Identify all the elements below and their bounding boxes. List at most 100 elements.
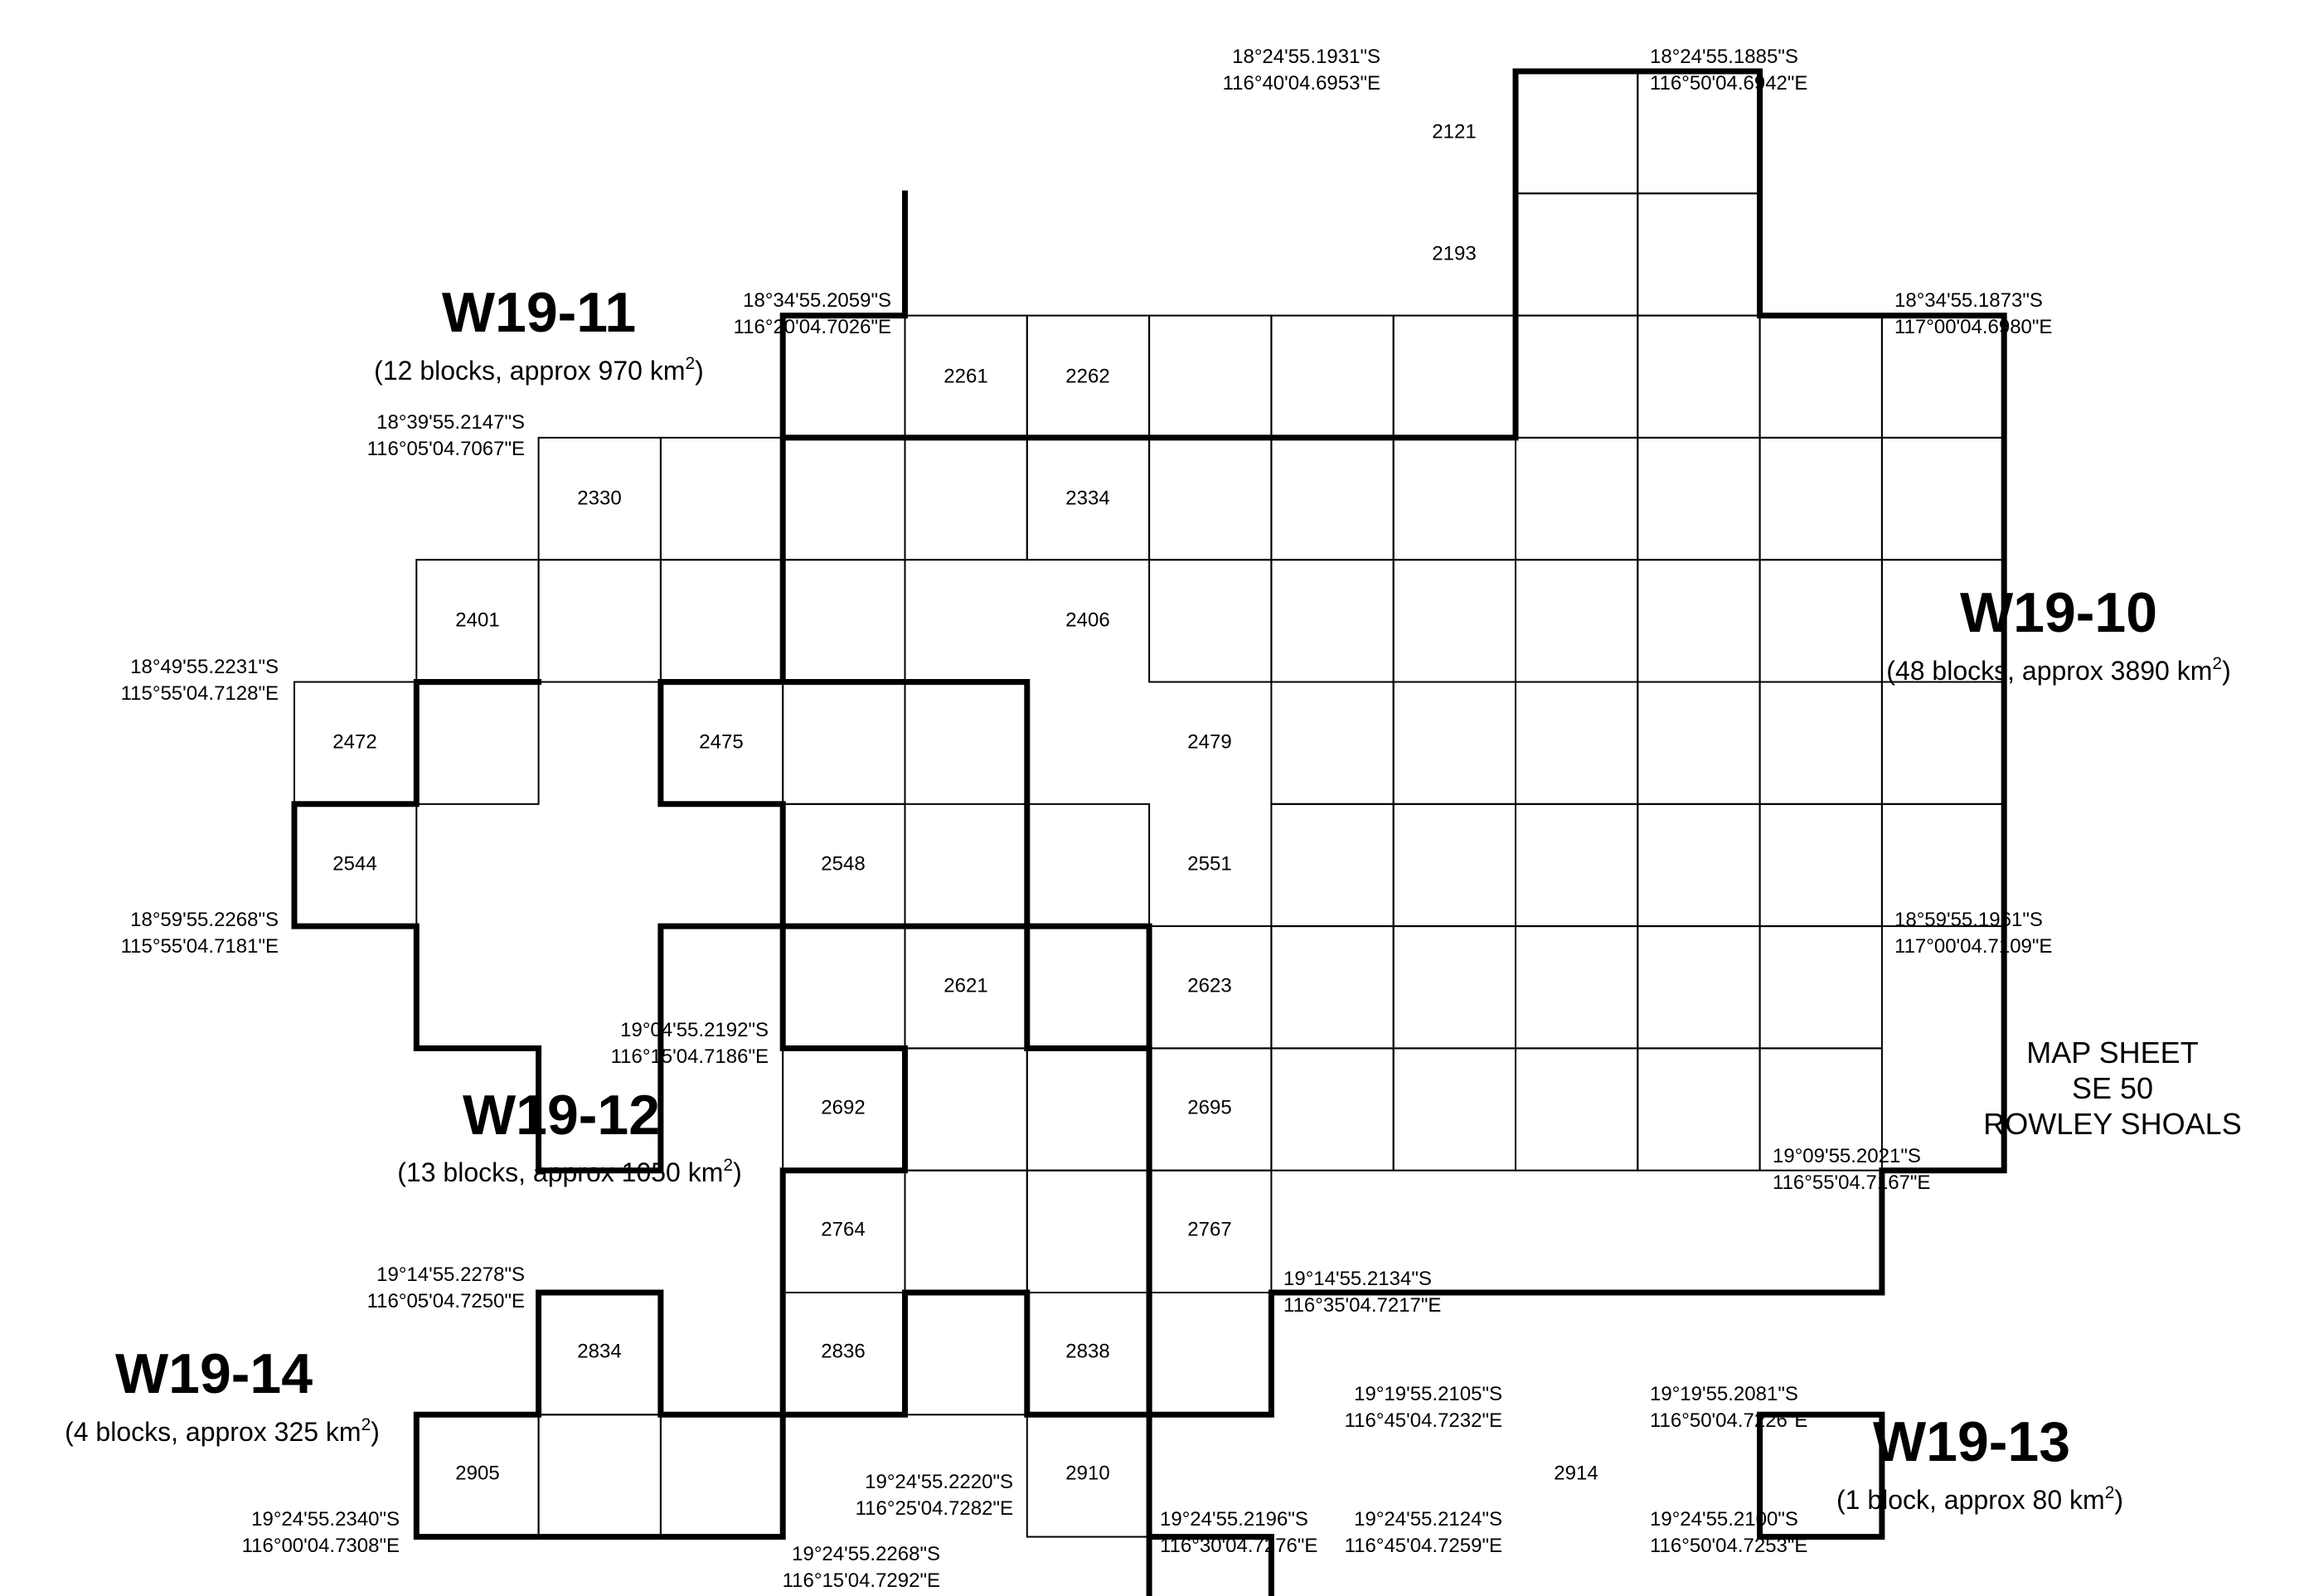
grid-block xyxy=(1270,1047,1395,1172)
area-boundary xyxy=(779,923,1274,1596)
block-label: 2330 xyxy=(577,487,621,509)
grid-block xyxy=(1637,192,1761,317)
block-label: 2401 xyxy=(455,609,499,631)
grid-block xyxy=(904,1047,1028,1172)
area-title-w19-10: W19-10 xyxy=(1960,581,2157,644)
grid-block xyxy=(782,559,906,683)
area-title-w19-13: W19-13 xyxy=(1873,1410,2070,1473)
grid-block xyxy=(1515,681,1639,805)
area-labels: W19-11 (12 blocks, approx 970 km2) W19-1… xyxy=(65,281,2231,1515)
grid-block xyxy=(1270,436,1395,561)
area-boundaries xyxy=(291,68,2007,1596)
grid-block xyxy=(1637,803,1761,928)
grid-block xyxy=(659,1414,784,1538)
grid-block xyxy=(1758,314,1883,439)
block-label: 2692 xyxy=(821,1096,865,1118)
grid-block xyxy=(1270,314,1395,439)
block-label: 2838 xyxy=(1065,1340,1109,1362)
block-label: 2695 xyxy=(1187,1096,1231,1118)
grid-block xyxy=(1758,559,1883,683)
grid-block xyxy=(782,436,906,561)
grid-block xyxy=(1880,436,2006,561)
grid-block xyxy=(1637,681,1761,805)
grid-block xyxy=(1148,436,1273,561)
block-label: 2621 xyxy=(943,974,987,997)
grid-block xyxy=(1515,1047,1639,1172)
grid-block xyxy=(1270,681,1395,805)
grid-block xyxy=(1392,436,1516,561)
grid-block xyxy=(1148,314,1273,439)
block-label: 2764 xyxy=(821,1218,865,1240)
grid-block xyxy=(1392,1047,1516,1172)
grid-block xyxy=(1515,803,1639,928)
grid-block xyxy=(1758,681,1883,805)
grid-block xyxy=(1270,559,1395,683)
area-title-w19-12: W19-12 xyxy=(463,1084,660,1147)
grid-block xyxy=(1637,559,1761,683)
block-label: 2551 xyxy=(1187,852,1231,875)
grid-block xyxy=(1515,436,1639,561)
area-title-w19-14: W19-14 xyxy=(115,1342,313,1405)
grid-block xyxy=(1758,436,1883,561)
grid-block xyxy=(1637,1047,1761,1172)
map-sheet-label: MAP SHEET SE 50 ROWLEY SHOALS xyxy=(1983,1036,2241,1141)
block-label: 2121 xyxy=(1432,120,1476,143)
block-label: 2910 xyxy=(1065,1462,1109,1484)
grid-block xyxy=(1026,1169,1151,1293)
grid-block xyxy=(904,436,1028,561)
block-label: 2334 xyxy=(1065,487,1109,509)
grid-block xyxy=(1515,70,1639,195)
grid-block xyxy=(1515,925,1639,1050)
block-label: 2834 xyxy=(577,1340,621,1362)
area-subtitle-w19-13: (1 block, approx 80 km2) xyxy=(1836,1483,2123,1515)
grid-block xyxy=(537,559,662,683)
grid-block xyxy=(659,559,784,683)
grid-block xyxy=(1637,436,1761,561)
grid-block xyxy=(1880,803,2006,928)
grid-block xyxy=(904,1169,1028,1293)
grid-block xyxy=(1392,925,1516,1050)
grid-block xyxy=(1880,681,2006,805)
area-boundary xyxy=(413,1289,786,1540)
grid-block xyxy=(1515,559,1639,683)
grid-block xyxy=(1026,803,1151,928)
grid-block xyxy=(1392,559,1516,683)
grid-block xyxy=(904,803,1028,928)
map-sheet-line: ROWLEY SHOALS xyxy=(1983,1107,2241,1141)
area-subtitle-w19-10: (48 blocks, approx 3890 km2) xyxy=(1886,654,2230,686)
grid-block xyxy=(1758,1047,1883,1172)
grid-block xyxy=(1026,925,1151,1050)
block-label: 2544 xyxy=(332,852,376,875)
grid-block xyxy=(537,1414,662,1538)
grid-block xyxy=(1637,925,1761,1050)
grid-block xyxy=(904,1292,1028,1416)
block-label: 2836 xyxy=(821,1340,865,1362)
area-title-w19-11: W19-11 xyxy=(442,281,636,344)
block-label: 2261 xyxy=(943,365,987,387)
block-label: 2262 xyxy=(1065,365,1109,387)
area-subtitle-w19-11: (12 blocks, approx 970 km2) xyxy=(374,354,704,386)
block-labels: 2121 2193 2261 2262 2330 2334 2401 2406 … xyxy=(332,120,1598,1484)
grid-block xyxy=(1758,803,1883,928)
block-label: 2406 xyxy=(1065,609,1109,631)
area-subtitle-w19-14: (4 blocks, approx 325 km2) xyxy=(65,1415,380,1447)
area-boundary xyxy=(291,190,908,1174)
block-label: 2914 xyxy=(1554,1462,1598,1484)
